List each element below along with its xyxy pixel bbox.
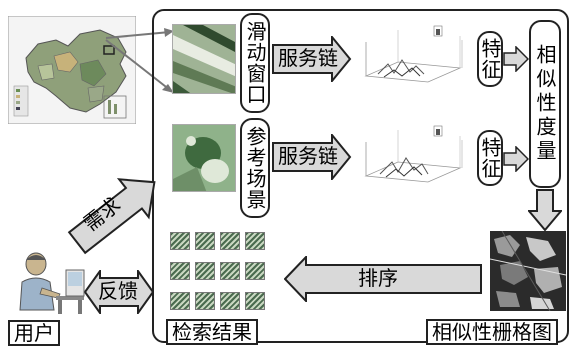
service-chain-label-bottom: 服务链 <box>278 144 338 168</box>
sliding-window-label: 滑动窗口 <box>240 13 270 113</box>
feature-box-top: 特征 <box>477 31 503 87</box>
user-label: 用户 <box>8 320 60 346</box>
similarity-raster-label: 相似性栅格图 <box>426 319 558 345</box>
service-chain-label-top: 服务链 <box>278 46 338 70</box>
user-at-desk-icon <box>19 252 85 314</box>
retrieval-result-label: 检索结果 <box>166 319 258 345</box>
feature-plot-top <box>364 25 463 83</box>
demand-arrow <box>67 178 156 255</box>
similarity-measure-box: 相似性度量 <box>529 20 561 188</box>
system-frame <box>152 9 569 343</box>
reference-scene-image <box>172 124 236 192</box>
china-map-thumbnail <box>8 16 136 124</box>
sliding-window-image <box>172 24 236 94</box>
retrieval-result-grid <box>170 232 270 318</box>
reference-scene-label: 参考场景 <box>240 118 270 218</box>
similarity-raster-image <box>490 231 566 311</box>
sort-arrow <box>284 256 482 302</box>
feature-plot-bottom <box>364 125 463 183</box>
feature-to-measure-arrow-top <box>503 46 529 72</box>
feedback-arrow <box>84 270 154 314</box>
feature-box-bottom: 特征 <box>477 130 503 186</box>
map-to-thumbnail-arrows <box>105 28 174 93</box>
service-chain-arrow-top <box>272 36 352 82</box>
feature-to-measure-arrow-bottom <box>503 146 529 172</box>
sort-label: 排序 <box>358 266 398 290</box>
feedback-label: 反馈 <box>98 279 138 303</box>
measure-to-raster-arrow <box>528 189 562 231</box>
service-chain-arrow-bottom <box>272 134 352 180</box>
